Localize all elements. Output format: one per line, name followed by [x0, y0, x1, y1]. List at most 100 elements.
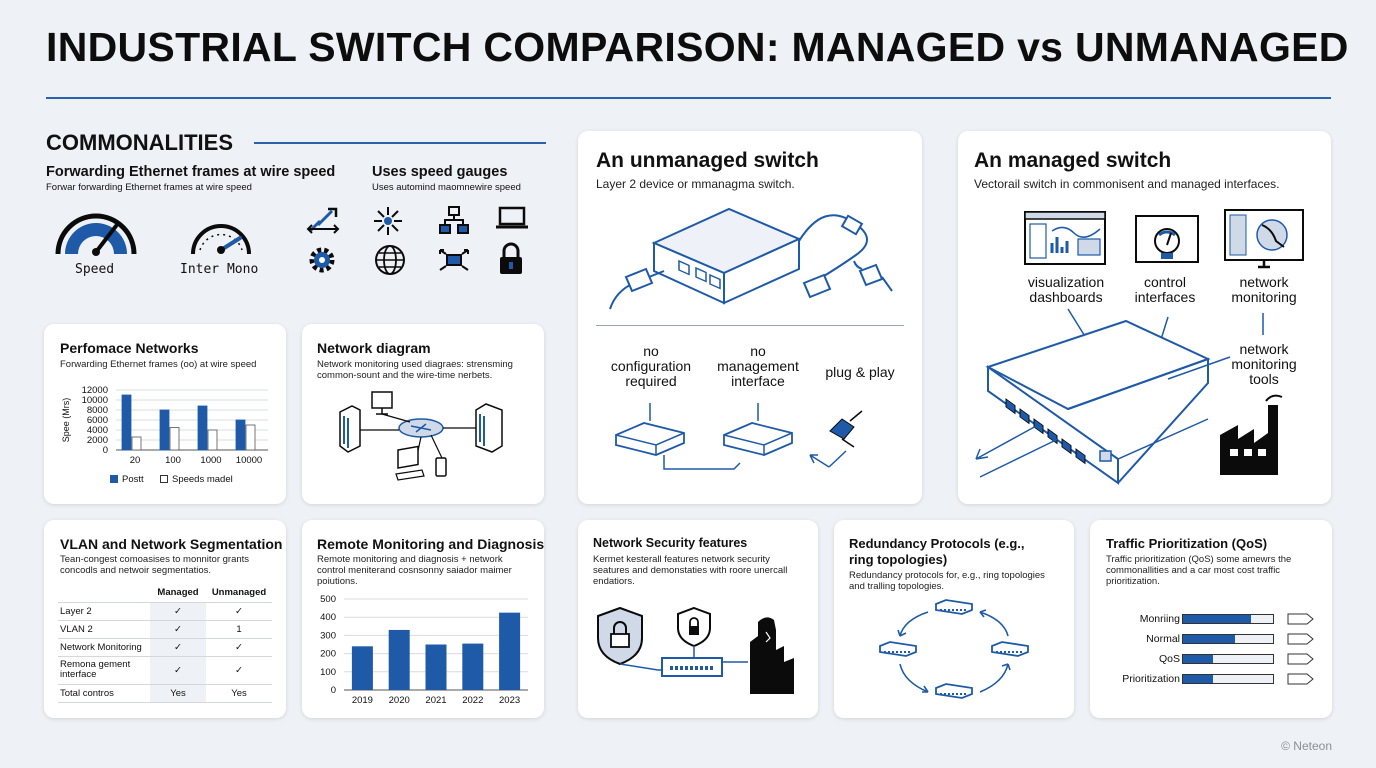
speed-arrows-icon	[306, 207, 340, 234]
control-interface-icon	[1135, 215, 1199, 263]
row-managed: ✓	[150, 602, 206, 621]
hierarchy-icon	[439, 206, 469, 234]
legend-postt-label: Postt	[122, 474, 144, 485]
vlan-subtitle: Tean-congest comoasises to monnitor gran…	[60, 554, 250, 576]
inter-gauge-icon	[191, 224, 251, 255]
managed-subtitle: Vectorail switch in commonisent and mana…	[974, 177, 1280, 191]
gear-icon	[309, 247, 335, 273]
row-label: Remona gement interface	[58, 656, 150, 685]
speed-gauge-icon	[55, 213, 137, 256]
legend-speeds-swatch	[160, 475, 168, 483]
unmanaged-subtitle: Layer 2 device or mmanagma switch.	[596, 177, 795, 191]
network-diagram-card: Network diagram Network monitoring used …	[302, 324, 544, 504]
copyright: © Neteon	[1281, 739, 1332, 753]
qos-arrow-tip	[1287, 613, 1314, 625]
perf-x-tick: 10000	[236, 455, 262, 466]
remote-x-tick: 2020	[389, 695, 410, 706]
managed-switch-illustration	[975, 308, 1283, 485]
perf-bar-speeds	[131, 436, 142, 451]
table-row: Network Monitoring✓✓	[58, 638, 272, 657]
row-unmanaged: ✓	[206, 602, 272, 621]
performance-title: Perfomace Networks	[60, 340, 199, 356]
remote-bar	[462, 643, 484, 690]
remote-bar	[388, 629, 410, 690]
qos-bar-track	[1182, 634, 1274, 644]
feature-plug-and-play: plug & play	[825, 364, 895, 380]
network-nodes-icon	[374, 207, 402, 235]
remote-x-tick: 2019	[352, 695, 373, 706]
managed-switch-card: An managed switch Vectorail switch in co…	[958, 131, 1331, 504]
unmanaged-switch-illustration	[609, 207, 893, 310]
qos-row-label: Monriing	[1139, 613, 1180, 625]
remote-y-tick: 500	[320, 594, 336, 605]
qos-card: Traffic Prioritization (QoS) Traffic pri…	[1090, 520, 1332, 718]
feature-no-management-interface: no management interface	[717, 343, 799, 389]
feature-visualization-dashboards: visualization dashboards	[1027, 274, 1105, 305]
qos-bar-track	[1182, 614, 1274, 624]
remote-y-tick: 0	[331, 685, 336, 696]
remote-x-tick: 2022	[462, 695, 483, 706]
row-label: Total contros	[58, 684, 150, 703]
network-diagram-title: Network diagram	[317, 340, 431, 356]
security-title: Network Security features	[593, 536, 748, 550]
qos-bar-track	[1182, 654, 1274, 664]
commonalities-rule	[254, 142, 546, 144]
table-header-feature	[58, 584, 150, 603]
qos-bar-fill	[1183, 615, 1251, 623]
table-row: Remona gement interface✓✓	[58, 656, 272, 685]
row-unmanaged: 1	[206, 620, 272, 639]
remote-title: Remote Monitoring and Diagnosis	[317, 536, 544, 552]
remote-y-tick: 300	[320, 630, 336, 641]
feature-no-configuration: no configuration required	[610, 343, 692, 389]
qos-bar-fill	[1183, 675, 1213, 683]
vlan-title: VLAN and Network Segmentation	[60, 536, 283, 552]
commonality-gauges-sub: Uses automind maomnewire speed	[372, 182, 521, 193]
remote-x-tick: 2023	[499, 695, 520, 706]
globe-icon	[375, 245, 405, 275]
commonality-gauges-title: Uses speed gauges	[372, 164, 508, 180]
perf-y-tick: 4000	[87, 425, 108, 436]
remote-bar	[425, 644, 447, 690]
perf-bar-postt	[121, 394, 132, 451]
perf-y-label: Spee (Mrs)	[61, 398, 71, 443]
remote-monitoring-card: Remote Monitoring and Diagnosis Remote m…	[302, 520, 544, 718]
unmanaged-divider	[596, 325, 904, 326]
unmanaged-switch-card: An unmanaged switch Layer 2 device or mm…	[578, 131, 922, 504]
row-unmanaged: ✓	[206, 638, 272, 657]
remote-subtitle: Remote monitoring and diagnosis + networ…	[317, 554, 512, 587]
perf-y-tick: 12000	[82, 385, 108, 396]
network-topology-illustration	[339, 391, 503, 481]
network-monitor-icon	[1224, 209, 1304, 269]
ring-topology-illustration	[879, 599, 1029, 699]
remote-bar	[351, 646, 373, 690]
feature-network-monitoring: network monitoring	[1231, 274, 1297, 305]
title-divider	[46, 97, 1331, 99]
perf-bar-speeds	[207, 429, 218, 451]
perf-x-tick: 20	[130, 455, 141, 466]
perf-x-tick: 1000	[200, 455, 221, 466]
qos-row-label: QoS	[1158, 653, 1180, 665]
table-row: Layer 2✓✓	[58, 602, 272, 621]
qos-arrow-tip	[1287, 673, 1314, 685]
commonalities-heading: COMMONALITIES	[46, 130, 233, 155]
legend-postt-swatch	[110, 475, 118, 483]
remote-y-tick: 200	[320, 649, 336, 660]
row-label: Network Monitoring	[58, 638, 150, 657]
row-managed: ✓	[150, 656, 206, 685]
qos-subtitle: Traffic prioritization (QoS) some amewrs…	[1106, 554, 1292, 587]
qos-bar-track	[1182, 674, 1274, 684]
performance-subtitle: Forwarding Ethernet frames (oo) at wire …	[60, 359, 257, 370]
qos-arrow-tip	[1287, 653, 1314, 665]
row-managed: Yes	[150, 684, 206, 703]
lock-icon	[500, 242, 522, 274]
security-illustration	[597, 606, 794, 694]
qos-bar-fill	[1183, 635, 1236, 643]
row-managed: ✓	[150, 620, 206, 639]
security-card: Network Security features Kermet kestera…	[578, 520, 818, 718]
feature-network-monitoring-tools: network monitoring tools	[1231, 341, 1297, 387]
redundancy-title: Redundancy Protocols (e.g., ring topolog…	[849, 536, 1025, 567]
table-header-row: Managed Unmanaged	[58, 584, 272, 603]
